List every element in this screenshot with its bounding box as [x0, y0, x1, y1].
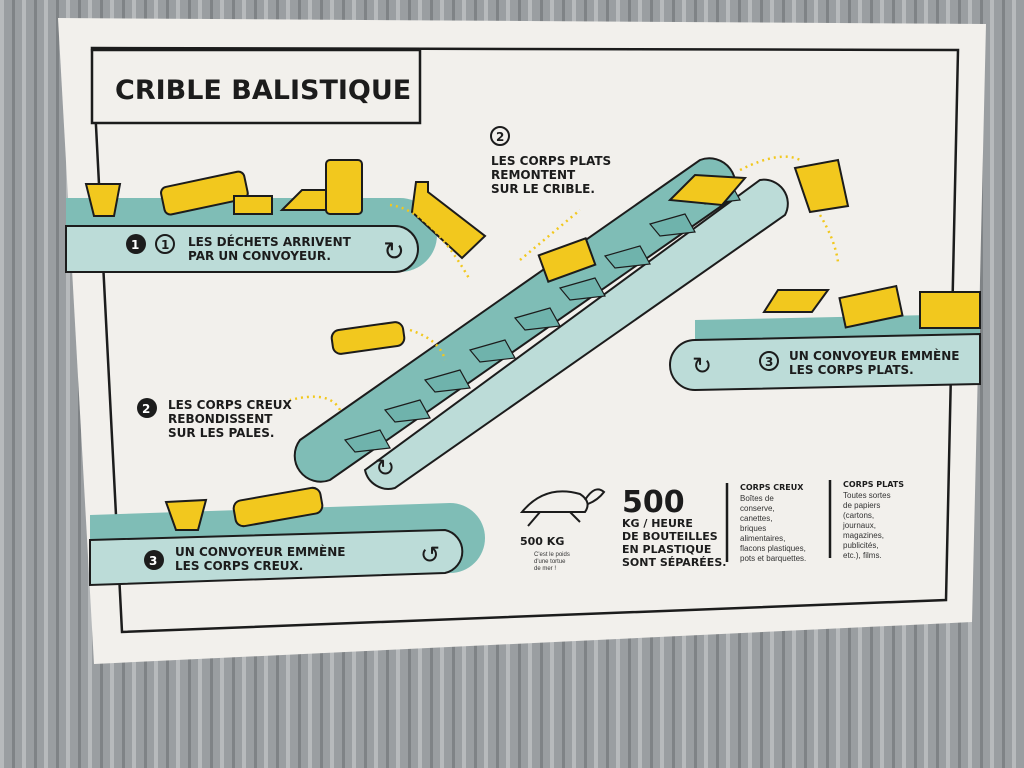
turtle-caption-line2: d'une tortue — [534, 559, 566, 565]
step-badge-1-label: 1 — [131, 238, 139, 252]
hollow-info-line: Boîtes de — [740, 494, 774, 503]
loop-arrow-icon: ↺ — [420, 541, 440, 569]
cup-icon — [164, 498, 208, 531]
flat-info-line: (cartons, — [843, 511, 874, 520]
sign-frame — [90, 46, 960, 634]
turtle-caption-line1: C'est le poids — [534, 552, 570, 558]
stat-line2: DE BOUTEILLES — [622, 530, 718, 543]
step3-hollow-line1: UN CONVOYEUR EMMÈNE — [175, 544, 345, 559]
flat-card-icon — [762, 289, 830, 313]
waste-items-incoming — [84, 159, 487, 260]
step2-flat-line1: LES CORPS PLATS — [491, 154, 611, 168]
flat-info-line: magazines, — [843, 531, 884, 540]
hollow-info-list: Boîtes de conserve, canettes, briques al… — [740, 494, 806, 563]
step-badge-1 — [126, 234, 146, 254]
loop-arrow-icon: ↻ — [692, 352, 712, 380]
step-number: 2 — [496, 130, 504, 144]
flat-info-line: journaux, — [842, 521, 876, 530]
step-badge-2-label: 2 — [142, 402, 150, 416]
step3-flat-line2: LES CORPS PLATS. — [789, 363, 914, 377]
step-number: 3 — [765, 355, 773, 369]
conveyor-hollow: ↺ — [89, 486, 485, 587]
loop-arrow-icon: ↻ — [383, 237, 405, 267]
flat-card-icon — [667, 173, 748, 207]
step2-flat-line3: SUR LE CRIBLE. — [491, 182, 595, 196]
hollow-info-heading: CORPS CREUX — [740, 483, 804, 492]
step2-hollow-line1: LES CORPS CREUX — [168, 398, 293, 412]
title-box — [90, 48, 422, 125]
step-badge-2 — [137, 398, 157, 418]
step3-hollow-line2: LES CORPS CREUX. — [175, 559, 303, 573]
stat-line3: EN PLASTIQUE — [622, 543, 711, 556]
step2-hollow-line3: SUR LES PALES. — [168, 426, 275, 440]
hollow-info-line: flacons plastiques, — [740, 544, 806, 553]
loop-arrow-icon: ↻ — [375, 454, 395, 482]
hollow-info-line: briques — [740, 524, 766, 533]
step-number-circle — [759, 351, 779, 371]
step3-flat-line1: UN CONVOYEUR EMMÈNE — [789, 348, 959, 363]
yogurt-cup-icon — [84, 183, 122, 217]
flat-info-line: publicités, — [843, 541, 879, 550]
tray-icon — [233, 195, 273, 215]
step2-hollow-line2: REBONDISSENT — [168, 412, 273, 426]
step-badge-3 — [144, 550, 164, 570]
step2-flat-line2: REMONTENT — [491, 168, 576, 182]
step-badge-3-label: 3 — [149, 554, 157, 568]
plastic-bottle-icon — [330, 321, 406, 355]
stat-line1: KG / HEURE — [622, 517, 693, 530]
flying-paper-icon — [793, 158, 850, 214]
step1-text-line2: PAR UN CONVOYEUR. — [188, 249, 331, 263]
flat-info-line: etc.), films. — [843, 551, 882, 560]
hollow-info-line: pots et barquettes. — [740, 554, 806, 563]
flat-info-line: de papiers — [843, 501, 880, 510]
stat-value: 500 — [622, 485, 685, 520]
newspaper-icon — [537, 237, 597, 283]
hollow-info-line: alimentaires, — [740, 534, 785, 543]
crushed-bottle-icon — [160, 170, 249, 216]
plastic-bottle-icon — [232, 486, 324, 528]
turtle-caption-line3: de mer ! — [534, 566, 556, 572]
turtle-icon — [519, 488, 606, 527]
hollow-info-line: canettes, — [740, 514, 772, 523]
step-number: 1 — [161, 238, 169, 252]
flat-info-line: Toutes sortes — [843, 491, 891, 500]
page-title: CRIBLE BALISTIQUE — [115, 75, 411, 106]
flat-info-heading: CORPS PLATS — [843, 480, 904, 489]
step-number-circle — [490, 126, 510, 146]
step1-text-line1: LES DÉCHETS ARRIVENT — [188, 234, 352, 249]
can-stack-icon — [325, 159, 363, 215]
turtle-weight: 500 KG — [520, 535, 564, 548]
conveyor-incoming: ↻ — [65, 198, 437, 273]
step-number-circle — [155, 234, 175, 254]
conveyor-flat: ↻ — [669, 284, 981, 392]
ballistic-screen: ↻ — [293, 157, 850, 490]
detergent-bottle-icon — [410, 181, 487, 260]
newspaper-icon — [838, 284, 904, 329]
carton-icon — [919, 291, 981, 329]
stat-line4: SONT SÉPARÉES. — [622, 556, 726, 569]
flat-info-list: Toutes sortes de papiers (cartons, journ… — [842, 491, 891, 560]
hollow-info-line: conserve, — [740, 504, 775, 513]
trajectory-dots — [289, 155, 840, 411]
